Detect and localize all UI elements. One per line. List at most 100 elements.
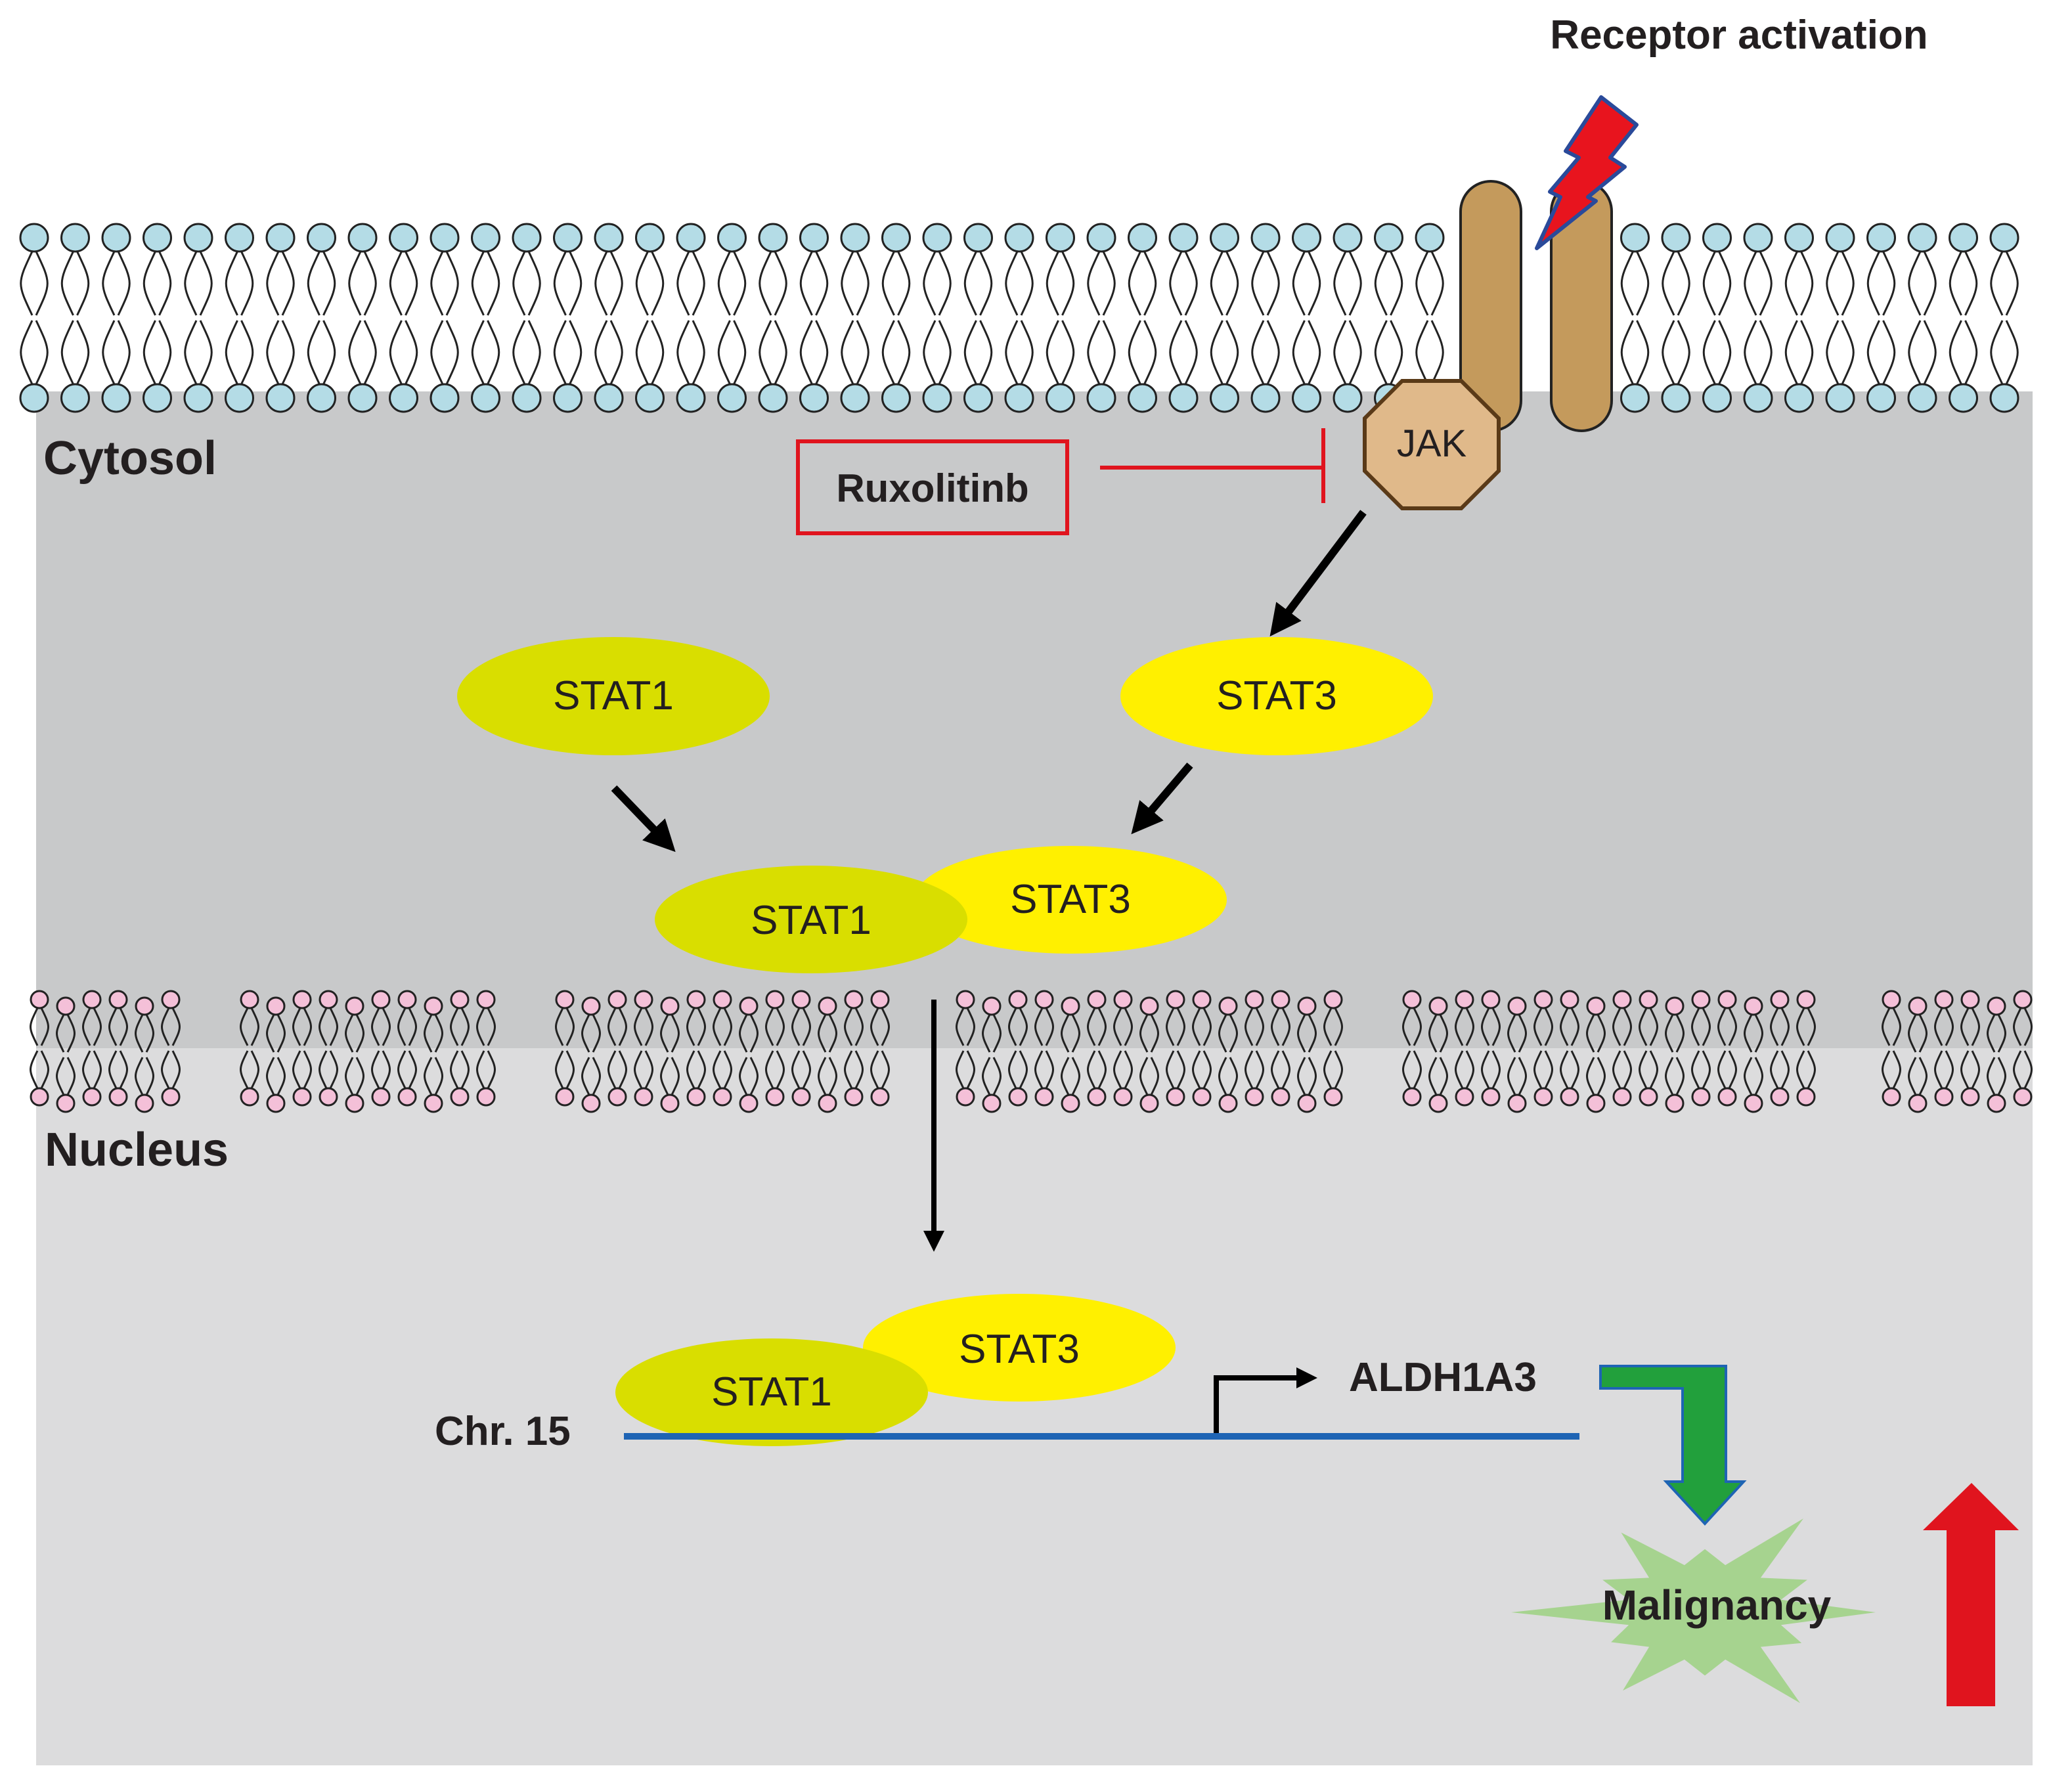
lipid-head bbox=[818, 996, 837, 1016]
lipid-head bbox=[553, 383, 583, 413]
lightning-bolt-icon bbox=[1535, 95, 1639, 250]
lipid-head bbox=[1292, 223, 1321, 253]
lipid-pair bbox=[634, 990, 653, 1107]
lipid-head bbox=[1292, 383, 1321, 413]
jak-kinase: JAK bbox=[1363, 379, 1501, 510]
lipid-head bbox=[1113, 1087, 1133, 1107]
lipid-head bbox=[319, 1087, 338, 1107]
lipid-pair bbox=[1960, 990, 1980, 1107]
lipid-head bbox=[870, 990, 890, 1009]
inhibitor: Ruxolitinb bbox=[796, 428, 1325, 535]
lipid-pair bbox=[840, 223, 870, 413]
lipid-head bbox=[1612, 1087, 1632, 1107]
lipid-head bbox=[676, 223, 706, 253]
lipid-head bbox=[1210, 383, 1239, 413]
lipid-head bbox=[143, 383, 172, 413]
lipid-pair bbox=[1481, 990, 1501, 1107]
lipid-head bbox=[1008, 1087, 1028, 1107]
lipid-head bbox=[1989, 223, 2019, 253]
lipid-head bbox=[424, 996, 443, 1016]
lipid-head bbox=[1908, 996, 1928, 1016]
lipid-head bbox=[307, 383, 336, 413]
lipid-pair bbox=[1004, 223, 1034, 413]
lipid-head bbox=[1507, 1093, 1527, 1113]
lipid-head bbox=[1665, 996, 1685, 1016]
lipid-pair bbox=[1717, 990, 1737, 1107]
lipid-pair bbox=[1691, 990, 1711, 1107]
lipid-pair bbox=[1292, 223, 1321, 413]
lipid-head bbox=[1113, 990, 1133, 1009]
lipid-pair bbox=[799, 223, 829, 413]
lipid-head bbox=[1455, 990, 1474, 1009]
lipid-head bbox=[739, 996, 759, 1016]
lipid-pair bbox=[1271, 990, 1290, 1107]
lipid-head bbox=[1560, 1087, 1579, 1107]
lipid-pair bbox=[1113, 990, 1133, 1107]
lipid-head bbox=[1770, 1087, 1790, 1107]
lipid-head bbox=[594, 223, 624, 253]
lipid-head bbox=[607, 990, 627, 1009]
lipid-head bbox=[183, 383, 213, 413]
lipid-head bbox=[635, 383, 665, 413]
stat1-free: STAT1 bbox=[457, 637, 770, 755]
lipid-head bbox=[101, 223, 131, 253]
lipid-pair bbox=[1139, 996, 1159, 1113]
lipid-head bbox=[686, 1087, 706, 1107]
lipid-head bbox=[371, 1087, 391, 1107]
lipid-pair bbox=[607, 990, 627, 1107]
lipid-head bbox=[1796, 1087, 1816, 1107]
lipid-pair bbox=[1086, 223, 1116, 413]
lipid-pair bbox=[512, 223, 542, 413]
lipid-pair bbox=[758, 223, 788, 413]
lipid-pair bbox=[1866, 223, 1896, 413]
lipid-head bbox=[30, 1087, 49, 1107]
lipid-head bbox=[555, 990, 575, 1009]
up-arrow-icon bbox=[1923, 1483, 2019, 1706]
lipid-pair bbox=[1507, 996, 1527, 1113]
lipid-pair bbox=[1333, 223, 1363, 413]
lipid-head bbox=[1245, 1087, 1264, 1107]
lipid-pair bbox=[1987, 996, 2006, 1113]
lipid-head bbox=[1560, 990, 1579, 1009]
stat1-dimer-nucleus-ellipse bbox=[615, 1338, 928, 1446]
lipid-head bbox=[1744, 1093, 1763, 1113]
lipid-pair bbox=[397, 990, 417, 1107]
lipid-head bbox=[1934, 990, 1954, 1009]
lipid-head bbox=[956, 1087, 975, 1107]
lipid-head bbox=[1166, 1087, 1185, 1107]
lipid-head bbox=[430, 223, 460, 253]
lipid-pair bbox=[319, 990, 338, 1107]
lipid-head bbox=[225, 383, 254, 413]
lipid-head bbox=[581, 996, 601, 1016]
lipid-head bbox=[982, 996, 1002, 1016]
lipid-head bbox=[1825, 223, 1855, 253]
lipid-head bbox=[82, 990, 102, 1009]
jak-octagon bbox=[1363, 379, 1501, 510]
lipid-head bbox=[686, 990, 706, 1009]
lipid-head bbox=[922, 383, 952, 413]
lipid-head bbox=[476, 1087, 496, 1107]
lipid-head bbox=[1061, 996, 1080, 1016]
lipid-head bbox=[713, 1087, 732, 1107]
lipid-head bbox=[1250, 383, 1281, 413]
lipid-head bbox=[1882, 1087, 1901, 1107]
lipid-pair bbox=[2013, 990, 2033, 1107]
lipid-head bbox=[319, 990, 338, 1009]
lipid-head bbox=[765, 990, 785, 1009]
lipid-head bbox=[1455, 1087, 1474, 1107]
lipid-head bbox=[1825, 383, 1855, 413]
lipid-head bbox=[1989, 383, 2019, 413]
lipid-pair bbox=[292, 990, 312, 1107]
lipid-pair bbox=[1612, 990, 1632, 1107]
lipid-head bbox=[1620, 383, 1650, 413]
lipid-head bbox=[1087, 1087, 1107, 1107]
lipid-head bbox=[450, 1087, 470, 1107]
lipid-head bbox=[1949, 223, 1978, 253]
chromosome-label: Chr. 15 bbox=[435, 1409, 571, 1454]
lipid-head bbox=[1960, 990, 1980, 1009]
lipid-head bbox=[307, 223, 336, 253]
lipid-head bbox=[840, 223, 870, 253]
lipid-pair bbox=[347, 223, 378, 413]
lipid-head bbox=[1271, 990, 1290, 1009]
lipid-pair bbox=[1825, 223, 1855, 413]
